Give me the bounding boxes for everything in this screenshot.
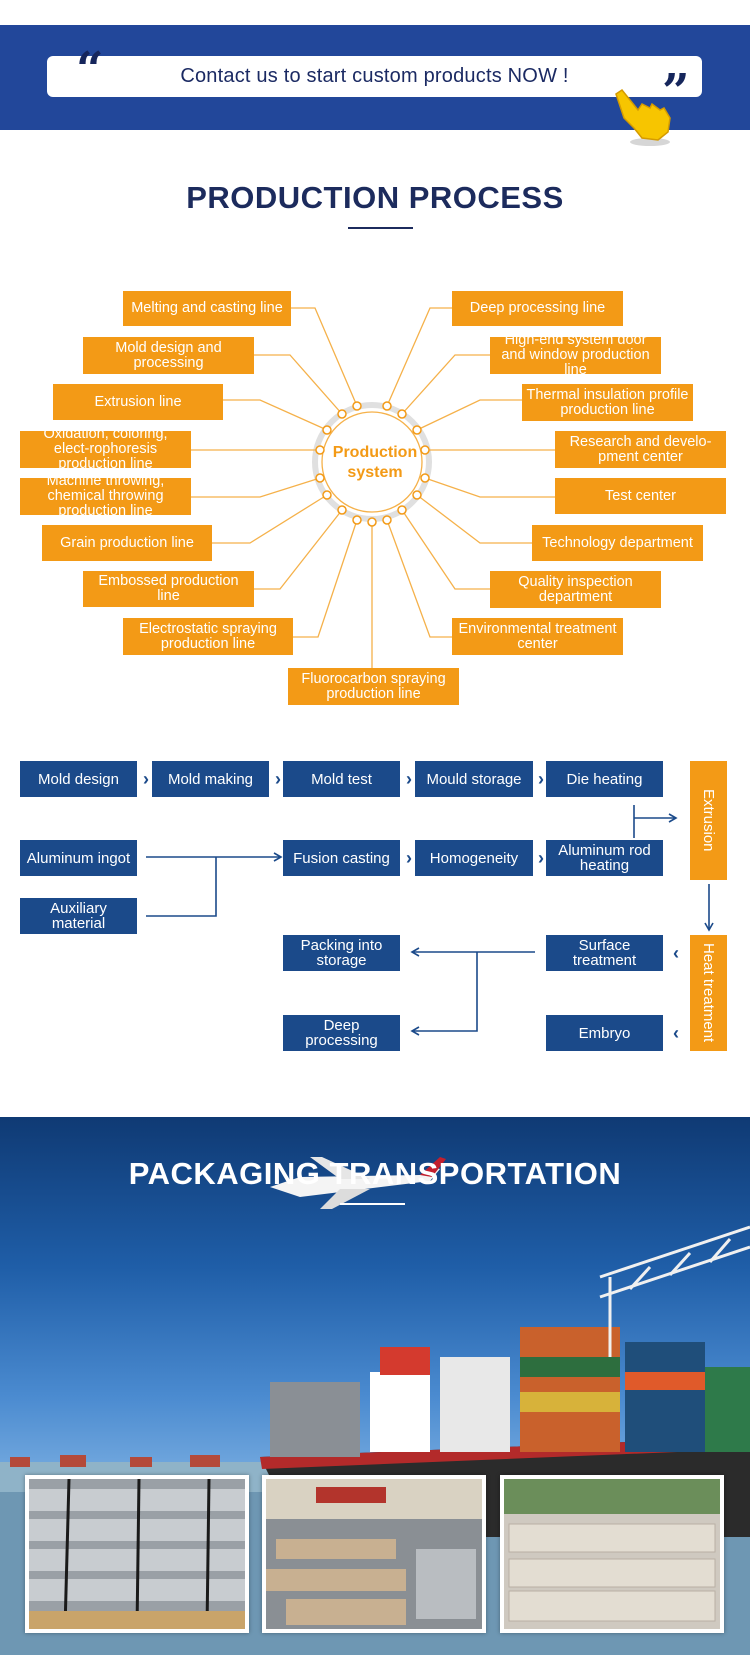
node-grain-production: Grain production line [42,525,212,561]
photo-coil-bundles [25,1475,249,1633]
node-research-development: Research and develo-pment center [555,431,726,468]
node-environmental-treatment: Environmental treatment center [452,618,623,655]
node-melting-casting: Melting and casting line [123,291,291,326]
chevron-left-icon: ‹ [673,1023,679,1043]
step-aluminum-rod-heating: Aluminum rod heating [546,840,663,876]
step-die-heating: Die heating [546,761,663,797]
node-extrusion-line: Extrusion line [53,384,223,420]
node-test-center: Test center [555,478,726,514]
node-embossed-production: Embossed production line [83,571,254,607]
airplane-icon [270,1157,446,1209]
photo-pipe-bundles [500,1475,724,1633]
transport-title: PACKAGING TRANSPORTATION [128,1156,622,1191]
title-underline [340,1203,405,1205]
chevron-right-icon: › [275,769,281,789]
chevron-left-icon: ‹ [673,943,679,963]
step-fusion-casting: Fusion casting [283,840,400,876]
step-deep-processing: Deep processing [283,1015,400,1051]
quote-close-icon: ” [662,64,690,120]
node-machine-throwing: Machine throwing, chemical throwing prod… [20,474,191,519]
node-thermal-insulation: Thermal insulation profile production li… [522,384,693,421]
node-oxidation-coloring: Oxidation, coloring, elect-rophoresis pr… [20,427,191,472]
chevron-right-icon: › [538,769,544,789]
step-mold-test: Mold test [283,761,400,797]
quote-open-icon: “ [76,42,104,98]
chevron-right-icon: › [406,769,412,789]
step-homogeneity: Homogeneity [415,840,533,876]
node-electrostatic-spraying: Electrostatic spraying production line [123,618,293,655]
photo-profile-stacks [262,1475,486,1633]
step-embryo: Embryo [546,1015,663,1051]
flow-connector-lines [146,805,714,1036]
pointing-hand-icon [615,88,671,146]
chevron-right-icon: › [538,848,544,868]
node-quality-inspection: Quality inspection department [490,571,661,608]
production-system-hub: Production system [332,444,418,481]
contact-cta-text: Contact us to start custom products NOW … [180,65,569,87]
contact-cta[interactable]: Contact us to start custom products NOW … [47,56,702,97]
chevron-right-icon: › [143,769,149,789]
step-heat-treatment: Heat treatment [690,935,727,1051]
title-underline [348,227,413,229]
node-technology-department: Technology department [532,525,703,561]
node-fluorocarbon-spraying: Fluorocarbon spraying production line [288,668,459,705]
step-extrusion: Extrusion [690,761,727,880]
step-mold-making: Mold making [152,761,269,797]
step-mould-storage: Mould storage [415,761,533,797]
step-packing-storage: Packing into storage [283,935,400,971]
step-surface-treatment: Surface treatment [546,935,663,971]
chevron-right-icon: › [406,848,412,868]
node-deep-processing-line: Deep processing line [452,291,623,326]
production-process-title: PRODUCTION PROCESS [186,180,564,215]
radial-connector-lines [190,307,555,668]
node-system-door-window: High-end system door and window producti… [490,333,661,378]
step-mold-design: Mold design [20,761,137,797]
node-mold-design: Mold design and processing [83,337,254,374]
step-auxiliary-material: Auxiliary material [20,898,137,934]
step-aluminum-ingot: Aluminum ingot [20,840,137,876]
